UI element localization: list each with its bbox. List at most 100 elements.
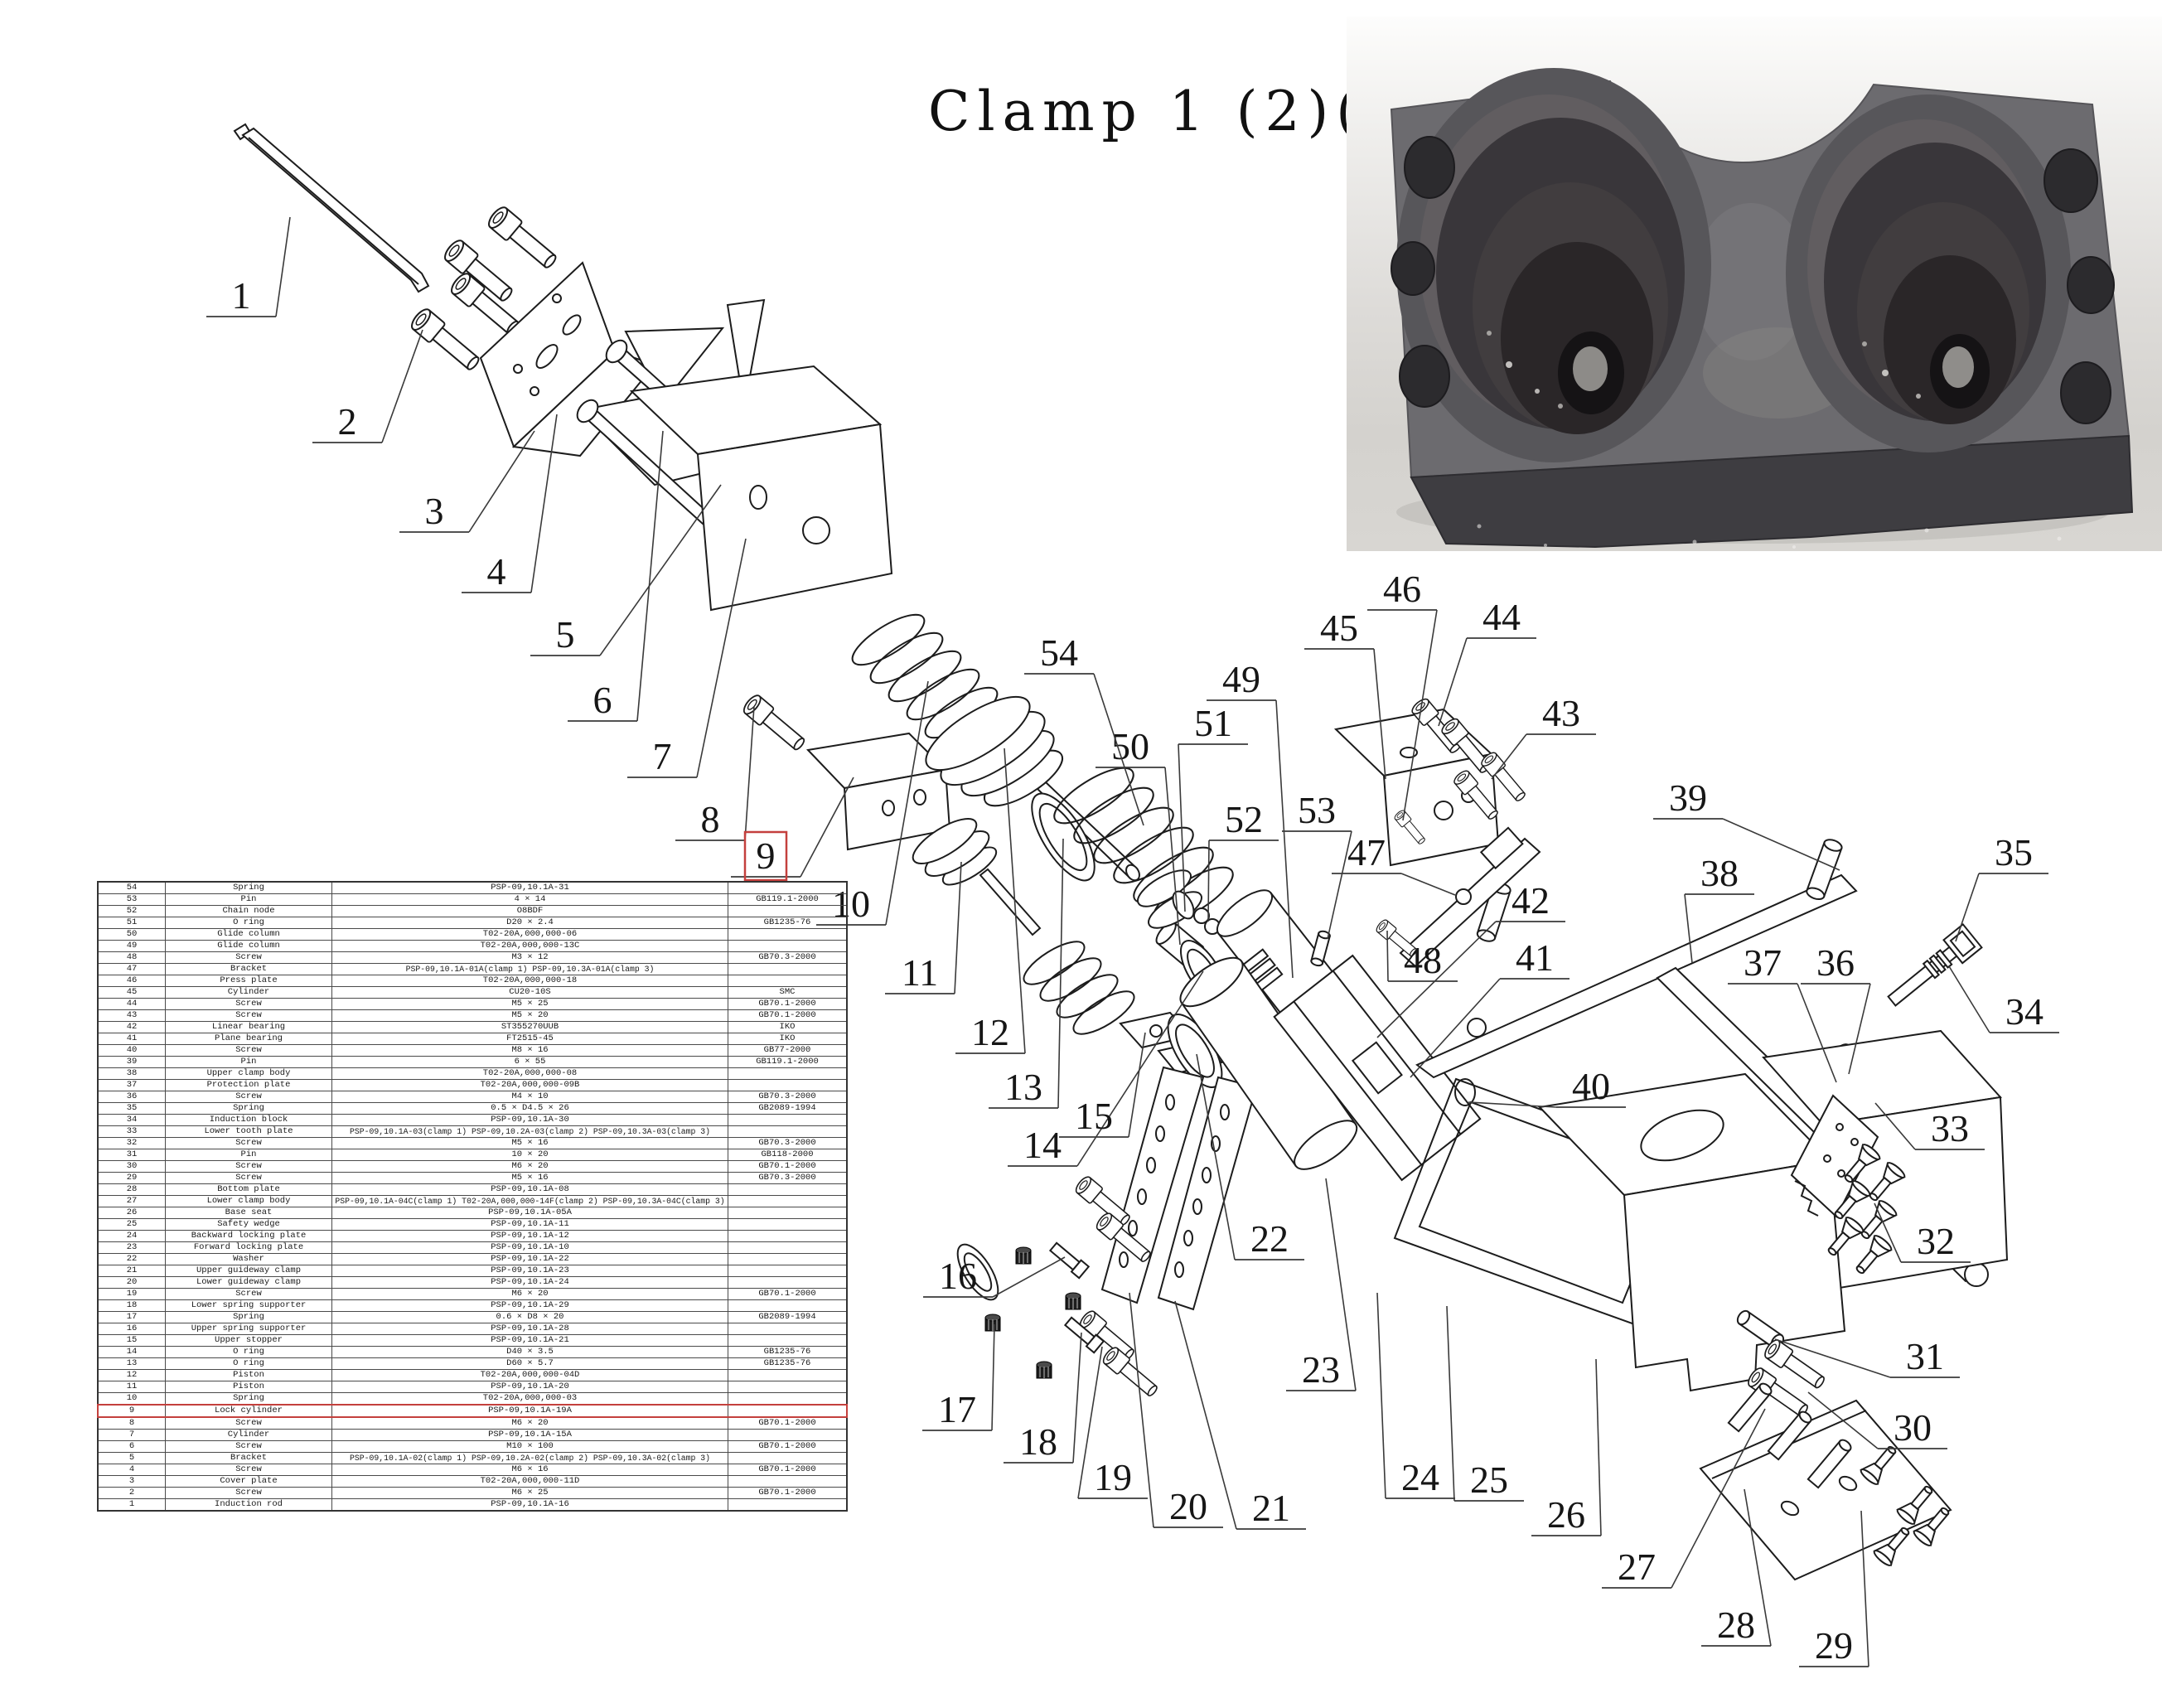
part-rings-chainnode (1137, 869, 1221, 935)
row-no: 15 (97, 1334, 166, 1347)
part-name: Linear bearing (165, 1021, 332, 1033)
part-spec: 0.5 × D4.5 × 26 (331, 1102, 728, 1115)
part-name: Screw (165, 1009, 332, 1022)
part-spec: O8BDF (331, 905, 728, 917)
part-spec: M6 × 20 (331, 1416, 728, 1430)
part-spec: T02-20A,000,000-18 (331, 975, 728, 987)
part-linear-bearing (1273, 954, 1482, 1182)
part-spec: 0.6 × D8 × 20 (331, 1311, 728, 1323)
callout-19: 19 (1077, 1346, 1148, 1499)
part-standard (728, 963, 848, 975)
svg-text:41: 41 (1516, 936, 1554, 979)
part-name: O ring (165, 1357, 332, 1370)
part-standard: SMC (728, 986, 848, 999)
part-name: Screw (165, 1288, 332, 1300)
exploded-parts (233, 123, 2009, 1581)
callout-28: 28 (1701, 1488, 1772, 1647)
row-no: 2 (97, 1487, 166, 1499)
part-spec: T02-20A,000,000-03 (331, 1392, 728, 1406)
part-name: Upper clamp body (165, 1067, 332, 1080)
part-name: Plane bearing (165, 1033, 332, 1045)
part-spec: T02-20A,000,000-04D (331, 1369, 728, 1381)
foam-speckle (1477, 524, 2062, 549)
part-name: Screw (165, 1487, 332, 1499)
callout-33: 33 (1874, 1102, 1985, 1150)
row-no: 24 (97, 1230, 166, 1242)
row-no: 29 (97, 1172, 166, 1184)
callout-12: 12 (955, 748, 1026, 1054)
part-standard (728, 1230, 848, 1242)
svg-text:5: 5 (556, 613, 575, 656)
svg-text:11: 11 (902, 951, 938, 994)
row-no: 25 (97, 1218, 166, 1231)
svg-text:32: 32 (1917, 1220, 1955, 1262)
part-standard: GB119.1-2000 (728, 893, 848, 906)
row-no: 51 (97, 917, 166, 929)
part-standard (728, 1265, 848, 1277)
callout-2: 2 (312, 329, 423, 443)
svg-text:23: 23 (1302, 1348, 1340, 1391)
callout-40: 40 (1468, 1065, 1626, 1108)
callout-47: 47 (1332, 831, 1456, 896)
callout-49: 49 (1207, 658, 1294, 979)
part-name: Screw (165, 1091, 332, 1103)
svg-text:2: 2 (338, 400, 357, 443)
callout-39: 39 (1653, 777, 1840, 871)
callout-51: 51 (1178, 702, 1248, 912)
flange-holes (1391, 136, 2115, 424)
part-oring-13 (1031, 792, 1096, 882)
callout-1: 1 (206, 216, 291, 317)
svg-text:48: 48 (1404, 939, 1442, 981)
part-spec: T02-20A,000,000-11D (331, 1475, 728, 1488)
part-standard (728, 1334, 848, 1347)
callout-3: 3 (399, 430, 535, 533)
part-spec: PSP-09,10.1A-31 (331, 881, 728, 894)
part-spec: T02-20A,000,000-06 (331, 928, 728, 941)
row-no: 13 (97, 1357, 166, 1370)
part-guideway-clamps (1100, 1066, 1258, 1311)
part-spec: PSP-09,10.1A-22 (331, 1253, 728, 1265)
part-standard: GB1235-76 (728, 1357, 848, 1370)
part-name: Protection plate (165, 1079, 332, 1091)
part-name: Pin (165, 893, 332, 906)
part-spec: M6 × 25 (331, 1487, 728, 1499)
part-name: Upper stopper (165, 1334, 332, 1347)
part-standard (728, 928, 848, 941)
svg-text:19: 19 (1094, 1456, 1132, 1498)
callout-29: 29 (1799, 1510, 1869, 1667)
svg-text:26: 26 (1547, 1493, 1585, 1536)
part-name: Piston (165, 1381, 332, 1393)
svg-text:52: 52 (1225, 798, 1263, 840)
svg-text:8: 8 (701, 798, 720, 840)
row-no: 52 (97, 905, 166, 917)
callout-41: 41 (1410, 936, 1570, 1078)
row-no: 16 (97, 1323, 166, 1335)
part-name: Glide column (165, 940, 332, 952)
part-spec: M5 × 25 (331, 998, 728, 1010)
row-no: 37 (97, 1079, 166, 1091)
part-spec: D40 × 3.5 (331, 1346, 728, 1358)
part-standard (728, 975, 848, 987)
part-spec: PSP-09,10.1A-04C(clamp 1) T02-20A,000,00… (331, 1195, 728, 1207)
svg-text:18: 18 (1019, 1420, 1057, 1463)
part-spec: T02-20A,000,000-09B (331, 1079, 728, 1091)
svg-text:49: 49 (1222, 658, 1260, 700)
row-no: 3 (97, 1475, 166, 1488)
part-standard: GB70.3-2000 (728, 1137, 848, 1149)
